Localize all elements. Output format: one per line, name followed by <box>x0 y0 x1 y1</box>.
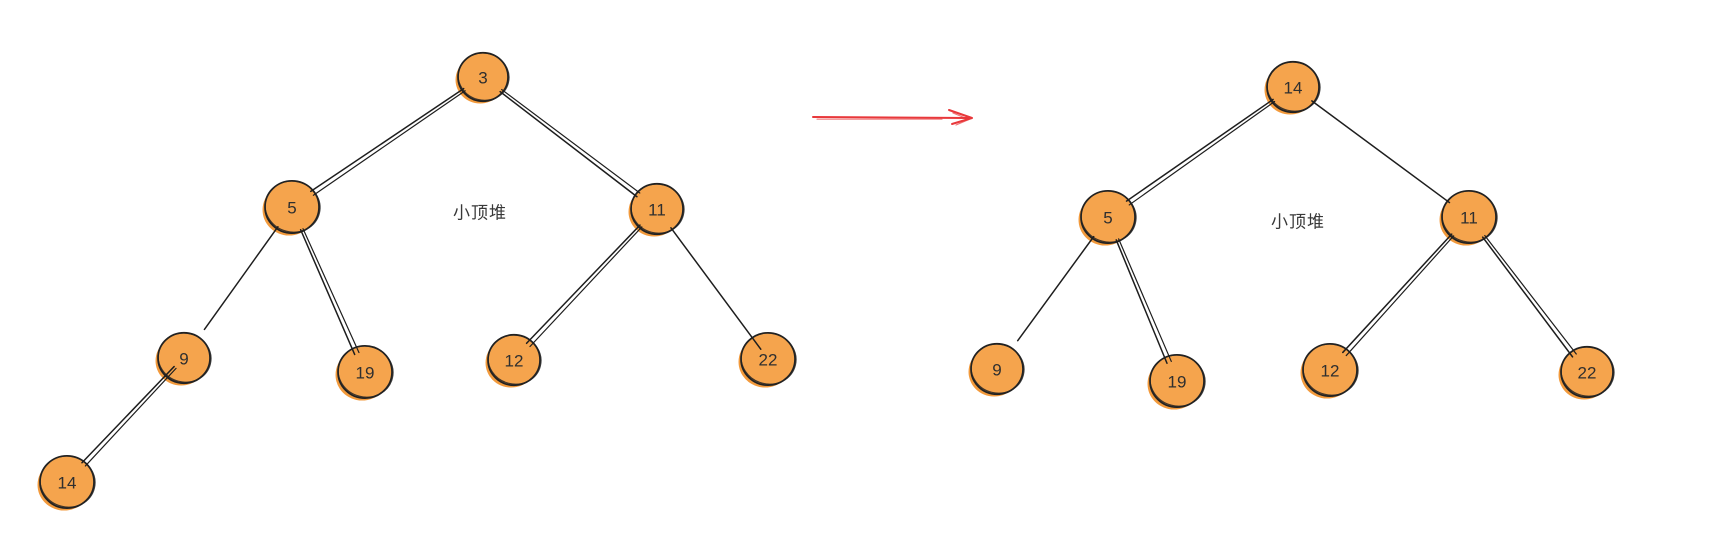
transform-arrow-head2 <box>952 112 970 126</box>
tree-node-outline <box>1560 346 1615 397</box>
heap-label-right: 小顶堆 <box>1271 212 1325 232</box>
node-value: 22 <box>1578 364 1597 383</box>
tree-edge <box>1345 235 1455 357</box>
tree-edge <box>1484 234 1577 355</box>
tree-node-outline <box>457 52 510 101</box>
tree-node-outline <box>1080 190 1137 243</box>
tree-node-outline <box>337 345 394 398</box>
tree-node-outline <box>39 455 96 508</box>
node-value: 9 <box>992 361 1001 380</box>
tree-edge <box>1016 235 1095 342</box>
node-value: 19 <box>1168 373 1187 392</box>
tree-edge <box>312 90 466 196</box>
tree-edge <box>81 365 175 464</box>
tree-edge <box>1128 100 1276 206</box>
node-value: 22 <box>759 351 778 370</box>
tree-edge <box>1115 239 1168 364</box>
node-value: 12 <box>1321 362 1340 381</box>
tree-edge <box>310 87 465 193</box>
heap-label-left: 小顶堆 <box>453 203 507 223</box>
tree-node-outline <box>1266 61 1321 112</box>
tree-node-outline <box>740 332 797 385</box>
transform-arrow-line <box>812 116 969 119</box>
tree-edge <box>84 367 177 467</box>
tree-edge <box>1125 98 1274 202</box>
node-value: 5 <box>287 199 296 218</box>
node-value: 14 <box>58 474 77 493</box>
tree-node-outline <box>487 334 542 385</box>
node-value: 14 <box>1284 79 1303 98</box>
tree-edge <box>299 228 356 356</box>
node-value: 11 <box>1460 209 1478 228</box>
node-value: 11 <box>648 201 666 220</box>
tree-edge <box>203 226 279 331</box>
tree-edge <box>525 224 641 345</box>
node-value: 3 <box>478 69 487 88</box>
tree-node-outline <box>264 180 321 233</box>
tree-edge <box>1342 233 1453 354</box>
tree-node-outline <box>157 332 212 383</box>
tree-edge <box>499 90 638 198</box>
tree-left-heap: 3 5 11 9 19 12 22 14 <box>37 51 797 511</box>
tree-right-heap: 14 5 11 9 19 12 22 <box>968 60 1615 410</box>
tree-edge <box>302 228 360 354</box>
tree-node-outline <box>1302 343 1359 396</box>
tree-edge <box>1311 100 1451 204</box>
node-value: 5 <box>1103 209 1112 228</box>
tree-edge <box>529 226 643 348</box>
tree-node-outline <box>630 183 685 234</box>
tree-edge <box>1118 238 1172 363</box>
tree-node-outline <box>1441 190 1498 243</box>
tree-edge <box>501 88 641 194</box>
tree-edge <box>1481 236 1574 358</box>
tree-node-outline <box>970 343 1025 394</box>
node-value: 12 <box>505 352 524 371</box>
node-value: 19 <box>356 364 375 383</box>
tree-edge <box>670 227 762 350</box>
transform-arrow <box>812 109 973 126</box>
node-value: 9 <box>179 350 188 369</box>
tree-node-outline <box>1149 354 1206 407</box>
